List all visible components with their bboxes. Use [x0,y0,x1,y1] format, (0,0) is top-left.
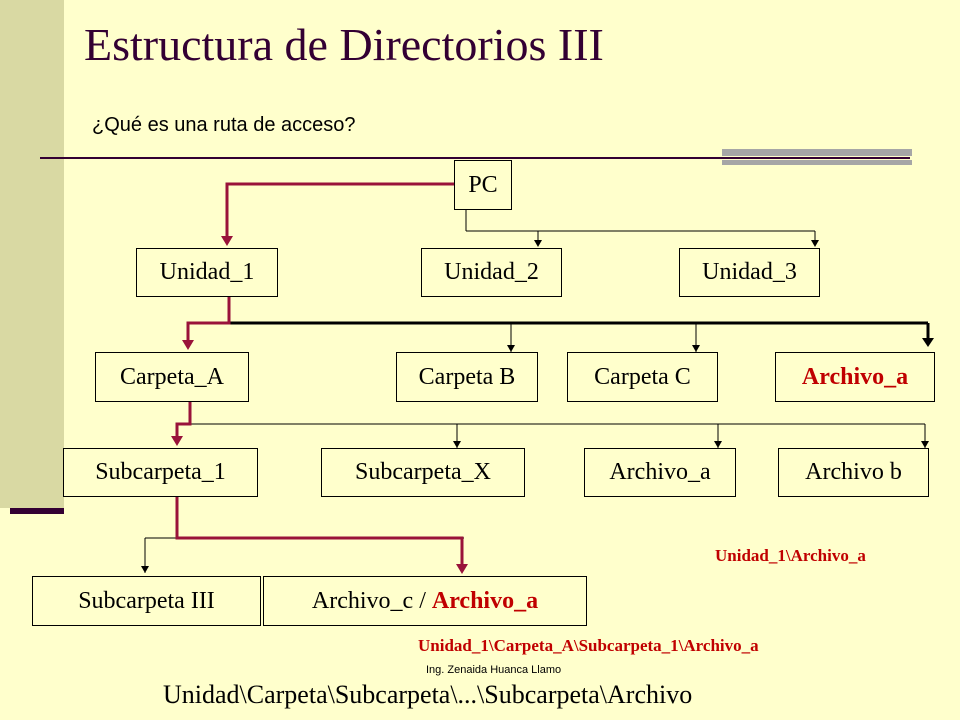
node-carpeta-b: Carpeta B [396,352,538,402]
highlighted-path [171,182,468,574]
node-pc: PC [454,160,512,210]
path-short: Unidad_1\Archivo_a [715,546,866,565]
connector-pc-unidades [465,209,819,247]
node-unidad-2: Unidad_2 [421,248,562,297]
title-rule-accent-lower [722,160,912,165]
node-carpeta-c: Carpeta C [567,352,718,402]
title-rule [40,157,910,159]
node-carpeta-a: Carpeta_A [95,352,249,402]
path-long: Unidad_1\Carpeta_A\Subcarpeta_1\Archivo_… [418,636,759,655]
node-archivo-b: Archivo b [778,448,929,497]
archivo-c-label: Archivo_c / [311,587,426,614]
node-subcarpeta-x: Subcarpeta_X [321,448,525,497]
node-archivo-a-level3: Archivo_a [584,448,736,497]
node-archivo-a-level2: Archivo_a [775,352,935,402]
archivo-a-highlight-label: Archivo_a [431,587,539,614]
sidebar-bar [0,0,64,508]
author-footer: Ing. Zenaida Huanca Llamo [426,664,562,676]
general-path-formula: Unidad\Carpeta\Subcarpeta\...\Subcarpeta… [163,680,693,709]
connector-unidad1-children [227,296,934,352]
node-subcarpeta-iii: Subcarpeta III [32,576,261,626]
node-subcarpeta-1: Subcarpeta_1 [63,448,258,497]
slide-subtitle: ¿Qué es una ruta de acceso? [92,114,356,136]
node-unidad-1: Unidad_1 [136,248,278,297]
slide-title: Estructura de Directorios III [84,19,604,70]
node-unidad-3: Unidad_3 [679,248,820,297]
sidebar-tick [10,508,64,514]
node-archivo-c-archivo-a: Archivo_c / Archivo_a [263,576,587,626]
connector-subcarpeta1-children [141,537,464,573]
connector-carpetaA-children [189,402,929,448]
title-rule-accent [722,149,912,156]
